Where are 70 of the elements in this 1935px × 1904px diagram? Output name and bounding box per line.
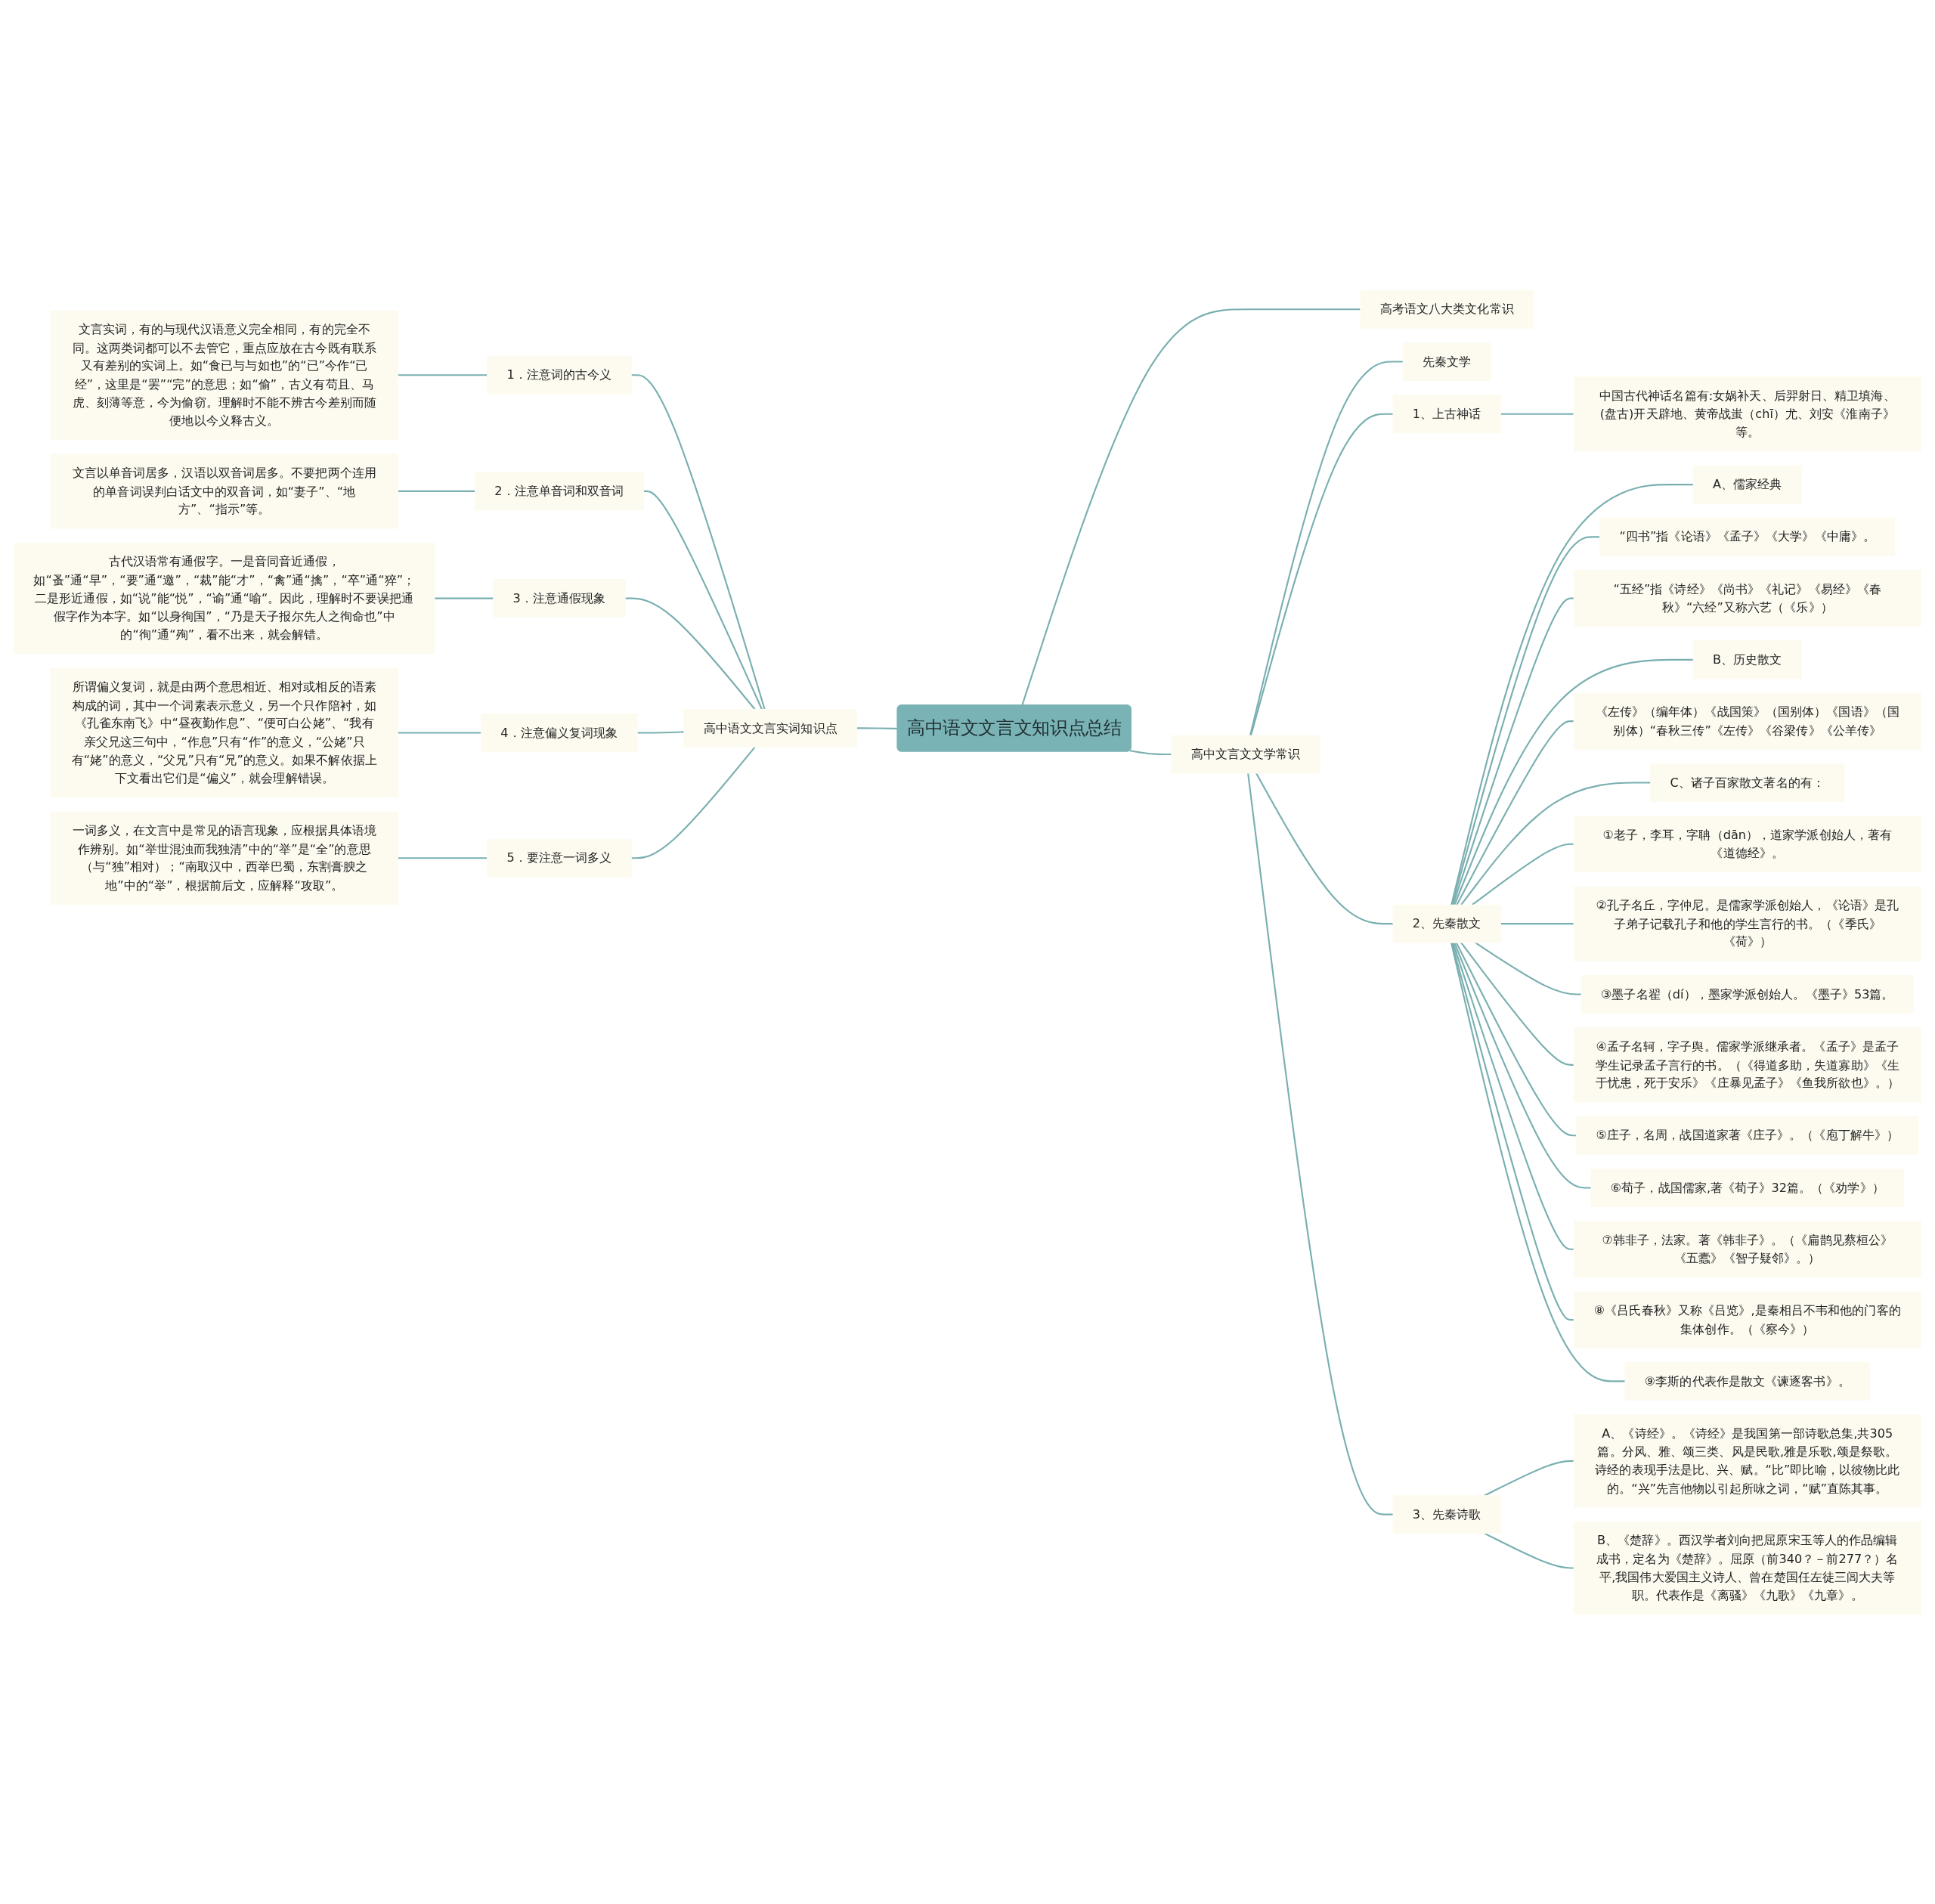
node-box: 2、先秦散文 [1392,904,1501,943]
connector [643,490,763,710]
connector [856,726,898,729]
connector [1249,360,1404,735]
connector [1450,942,1626,1382]
node-box: 文言实词，有的与现代汉语意义完全相同，有的完全不同。这两类词都可以不去管它，重点应放在古今既有联系又有差别的实词上。如“食已与与如也”的“已”今作“已经”，这里是“罢”“完”的意思；如“偷”，古义有苟且、马虎、刻薄等意，今为偷窃。理解时不能不辨古今差别而随便地以今义释古义。 [50,309,398,440]
node-box: 高考语文八大类文化常识 [1360,289,1534,329]
node-box: 3．注意通假现象 [493,578,626,618]
node-box: 2．注意单音词和双音词 [475,471,644,510]
connector [1255,772,1394,924]
connector [434,597,494,599]
node-box: 1．注意词的古今义 [487,355,632,395]
node-box: ③墨子名翟（dí），墨家学派创始人。《墨子》53篇。 [1581,974,1914,1014]
connector [1452,597,1574,906]
node-box: 《左传》（编年体）《战国策》（国别体）《国语》（国别体）“春秋三传”《左传》《谷梁传》《公羊传》 [1573,692,1921,750]
node-box: ⑨李斯的代表作是散文《谏逐客书》。 [1624,1361,1871,1401]
connector [1484,1460,1574,1497]
connector [398,490,475,492]
connector [1460,941,1574,1066]
connector [631,373,766,710]
node-box: ⑦韩非子，法家。著《韩非子》。（《扁鹊见蔡桓公》《五蠹》《智子疑邻》。） [1573,1220,1921,1277]
connector [1460,781,1651,906]
node-box: 文言以单音词居多，汉语以双音词居多。不要把两个连用的单音词误判白话文中的双音词，如“妻子”、“地方”、“指示”等。 [50,453,398,529]
connector [398,731,481,734]
node-box: 高中语文文言实词知识点 [683,708,858,748]
connector [1021,308,1361,706]
node-box: ②孔子名丘，字仲尼。是儒家学派创始人，《论语》是孔子弟子记载孔子和他的学生言行的书。（《季氏》《荷》） [1573,886,1921,961]
connector [1484,1532,1574,1569]
node-box: 4．注意偏义复词现象 [481,713,638,752]
node-box: ⑤庄子，名周，战国道家著《庄子》。（《庖丁解牛》） [1576,1116,1919,1155]
connector [1451,535,1600,905]
node-box: 3、先秦诗歌 [1392,1494,1501,1534]
node-box: 所谓偏义复词，就是由两个意思相近、相对或相反的语素构成的词，其中一个词素表示意义，另一个只作陪衬，如《孔雀东南飞》中“昼夜勤作息”、“便可白公姥”、“我有亲父兄这三句中，“作息”只有“作”的意义，“公姥”只有“姥”的意义，“父兄”只有“兄”的意义。如果不解依据上下文看出它们是“偏义”，就会理解错误。 [50,667,398,797]
node-box: A、儒家经典 [1692,465,1802,504]
connector [625,597,756,710]
connector [1471,843,1574,906]
connector [398,856,488,859]
node-box: 先秦文学 [1402,342,1491,381]
node-box: ④孟子名轲，字子舆。儒家学派继承者。《孟子》是孟子学生记录孟子言行的书。（《得道多助，失道寡助》《生于忧患，死于安乐》《庄暴见孟子》《鱼我所欲也》。） [1573,1026,1921,1103]
node-box: B、《楚辞》。西汉学者刘向把屈原宋玉等人的作品编辑成书，定名为《楚辞》。屈原（前340？－前277？）名平,我国伟大爱国主义诗人、曾在楚国任左徒三闾大夫等职。代表作是《离骚》《九歌》《九章》。 [1573,1521,1921,1615]
connector [1475,941,1582,995]
node-box: 中国古代神话名篇有:女娲补天、后羿射日、精卫填海、(盘古)开天辟地、黄帝战蚩（chī）尤、刘安《淮南子》等。 [1573,376,1921,451]
connector [637,730,684,734]
node-box: 5．要注意一词多义 [487,838,632,878]
node-box: “四书”指《论语》《孟子》《大学》《中庸》。 [1599,517,1896,556]
node-box: 1、上古神话 [1392,394,1501,433]
node-box: C、诸子百家散文著名的有： [1650,763,1845,802]
connector [1247,772,1394,1515]
connector [1249,413,1394,735]
connector [1454,942,1592,1189]
connector [1452,942,1574,1250]
connector [631,746,756,859]
node-box: 一词多义，在文言中是常见的语言现象，应根据具体语境作辨别。如“举世混浊而我独清”中的“举”是“全”的意思（与“独”相对）；“南取汉中，西举巴蜀，东割膏腴之地”中的“举”，根据前后文，应解释“攻取”。 [50,811,398,905]
connector [1500,413,1574,415]
node-box: ⑧《吕氏春秋》又称《吕览》,是秦相吕不韦和他的门客的集体创作。（《察今》） [1573,1291,1921,1348]
connector [1129,749,1172,755]
connector [1454,658,1694,906]
node-box: ①老子，李耳，字聃（dān），道家学派创始人，著有《道德经》。 [1573,815,1921,872]
connector [398,373,488,376]
node-box: 高中文言文文学常识 [1171,735,1320,773]
node-box: ⑥荀子，战国儒家,著《荀子》32篇。（《劝学》） [1590,1168,1905,1207]
connector [1450,942,1574,1320]
node-box: B、历史散文 [1692,639,1802,679]
connector [1450,483,1694,905]
connector [1500,922,1574,924]
node-box: “五经”指《诗经》《尚书》《礼记》《易经》《春秋》“六经”又称六艺（《乐》） [1573,569,1921,627]
connector [1456,720,1574,906]
node-box: A、《诗经》。《诗经》是我国第一部诗歌总集,共305篇。分风、雅、颂三类、风是民歌,雅是乐歌,颂是祭歌。诗经的表现手法是比、兴、赋。“比”即比喻，以彼物比此的。“兴”先言他物以引起所咏之词，“赋”直陈其事。 [1573,1413,1921,1508]
node-box: 古代汉语常有通假字。一是音同音近通假，如“蚤”通“早”，“要”通“邀”，“裁”能“才”，“禽”通“擒”，“卒”通“猝”；二是形近通假，如“说”能“悦”，“谕”通“喻“。因此，理解时不要误把通假字作为本字。如“以身徇国”，“乃是天子报尔先人之徇命也”中的“徇”通“殉”，看不出来，就会解错。 [14,542,435,654]
connector [1455,942,1577,1136]
